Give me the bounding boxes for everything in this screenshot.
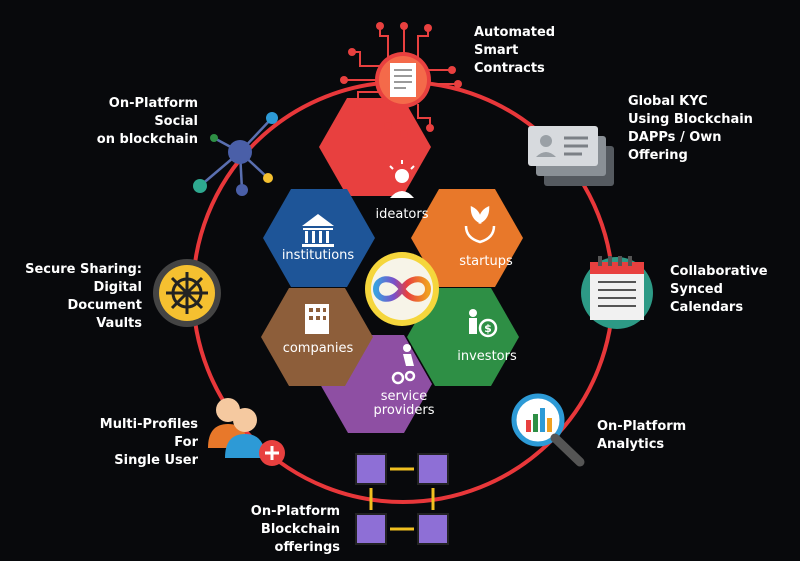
label-multi-profiles: Multi-Profiles For Single User — [99, 417, 198, 468]
calendar-icon — [581, 256, 653, 329]
label-vaults: Secure Sharing: Digital Document Vaults — [25, 262, 142, 331]
center-logo — [365, 252, 439, 326]
runner-gears-icon — [391, 344, 416, 385]
hex-label-service-providers: service providers — [373, 389, 435, 418]
hex-startups[interactable] — [411, 189, 523, 287]
hex-label-investors: investors — [457, 349, 517, 364]
hex-ideators[interactable] — [319, 98, 431, 198]
vault-icon — [153, 259, 221, 327]
label-analytics: On-Platform Analytics — [597, 419, 687, 452]
lightbulb-person-icon — [389, 160, 415, 198]
hex-label-institutions: institutions — [281, 248, 355, 263]
label-smart-contracts: Automated Smart Contracts — [474, 25, 556, 76]
hex-institutions[interactable] — [263, 189, 375, 287]
social-network-icon — [193, 112, 278, 196]
building-icon — [305, 304, 329, 334]
institution-icon — [302, 214, 334, 247]
label-blockchain-offerings: On-Platform Blockchain offerings — [250, 504, 340, 555]
infinity-icon — [372, 276, 432, 302]
hex-companies[interactable] — [261, 288, 373, 386]
id-card-icon — [528, 126, 614, 186]
smart-contract-icon — [340, 22, 462, 138]
hex-label-startups: startups — [459, 254, 513, 269]
hex-label-companies: companies — [282, 341, 354, 356]
label-social: On-Platform Social on blockchain — [96, 96, 198, 147]
svg-text:$: $ — [484, 322, 492, 335]
blockchain-blocks-icon — [355, 453, 449, 545]
multi-profile-icon — [208, 398, 285, 466]
label-calendars: Collaborative Synced Calendars — [670, 264, 768, 315]
hex-investors[interactable]: $ — [407, 288, 519, 386]
plant-hands-icon — [464, 205, 496, 244]
label-kyc: Global KYC Using Blockchain DAPPs / Own … — [628, 94, 753, 163]
hex-label-ideators: ideators — [375, 207, 429, 222]
analytics-magnifier-icon — [511, 393, 585, 467]
investor-money-icon: $ — [469, 309, 498, 338]
